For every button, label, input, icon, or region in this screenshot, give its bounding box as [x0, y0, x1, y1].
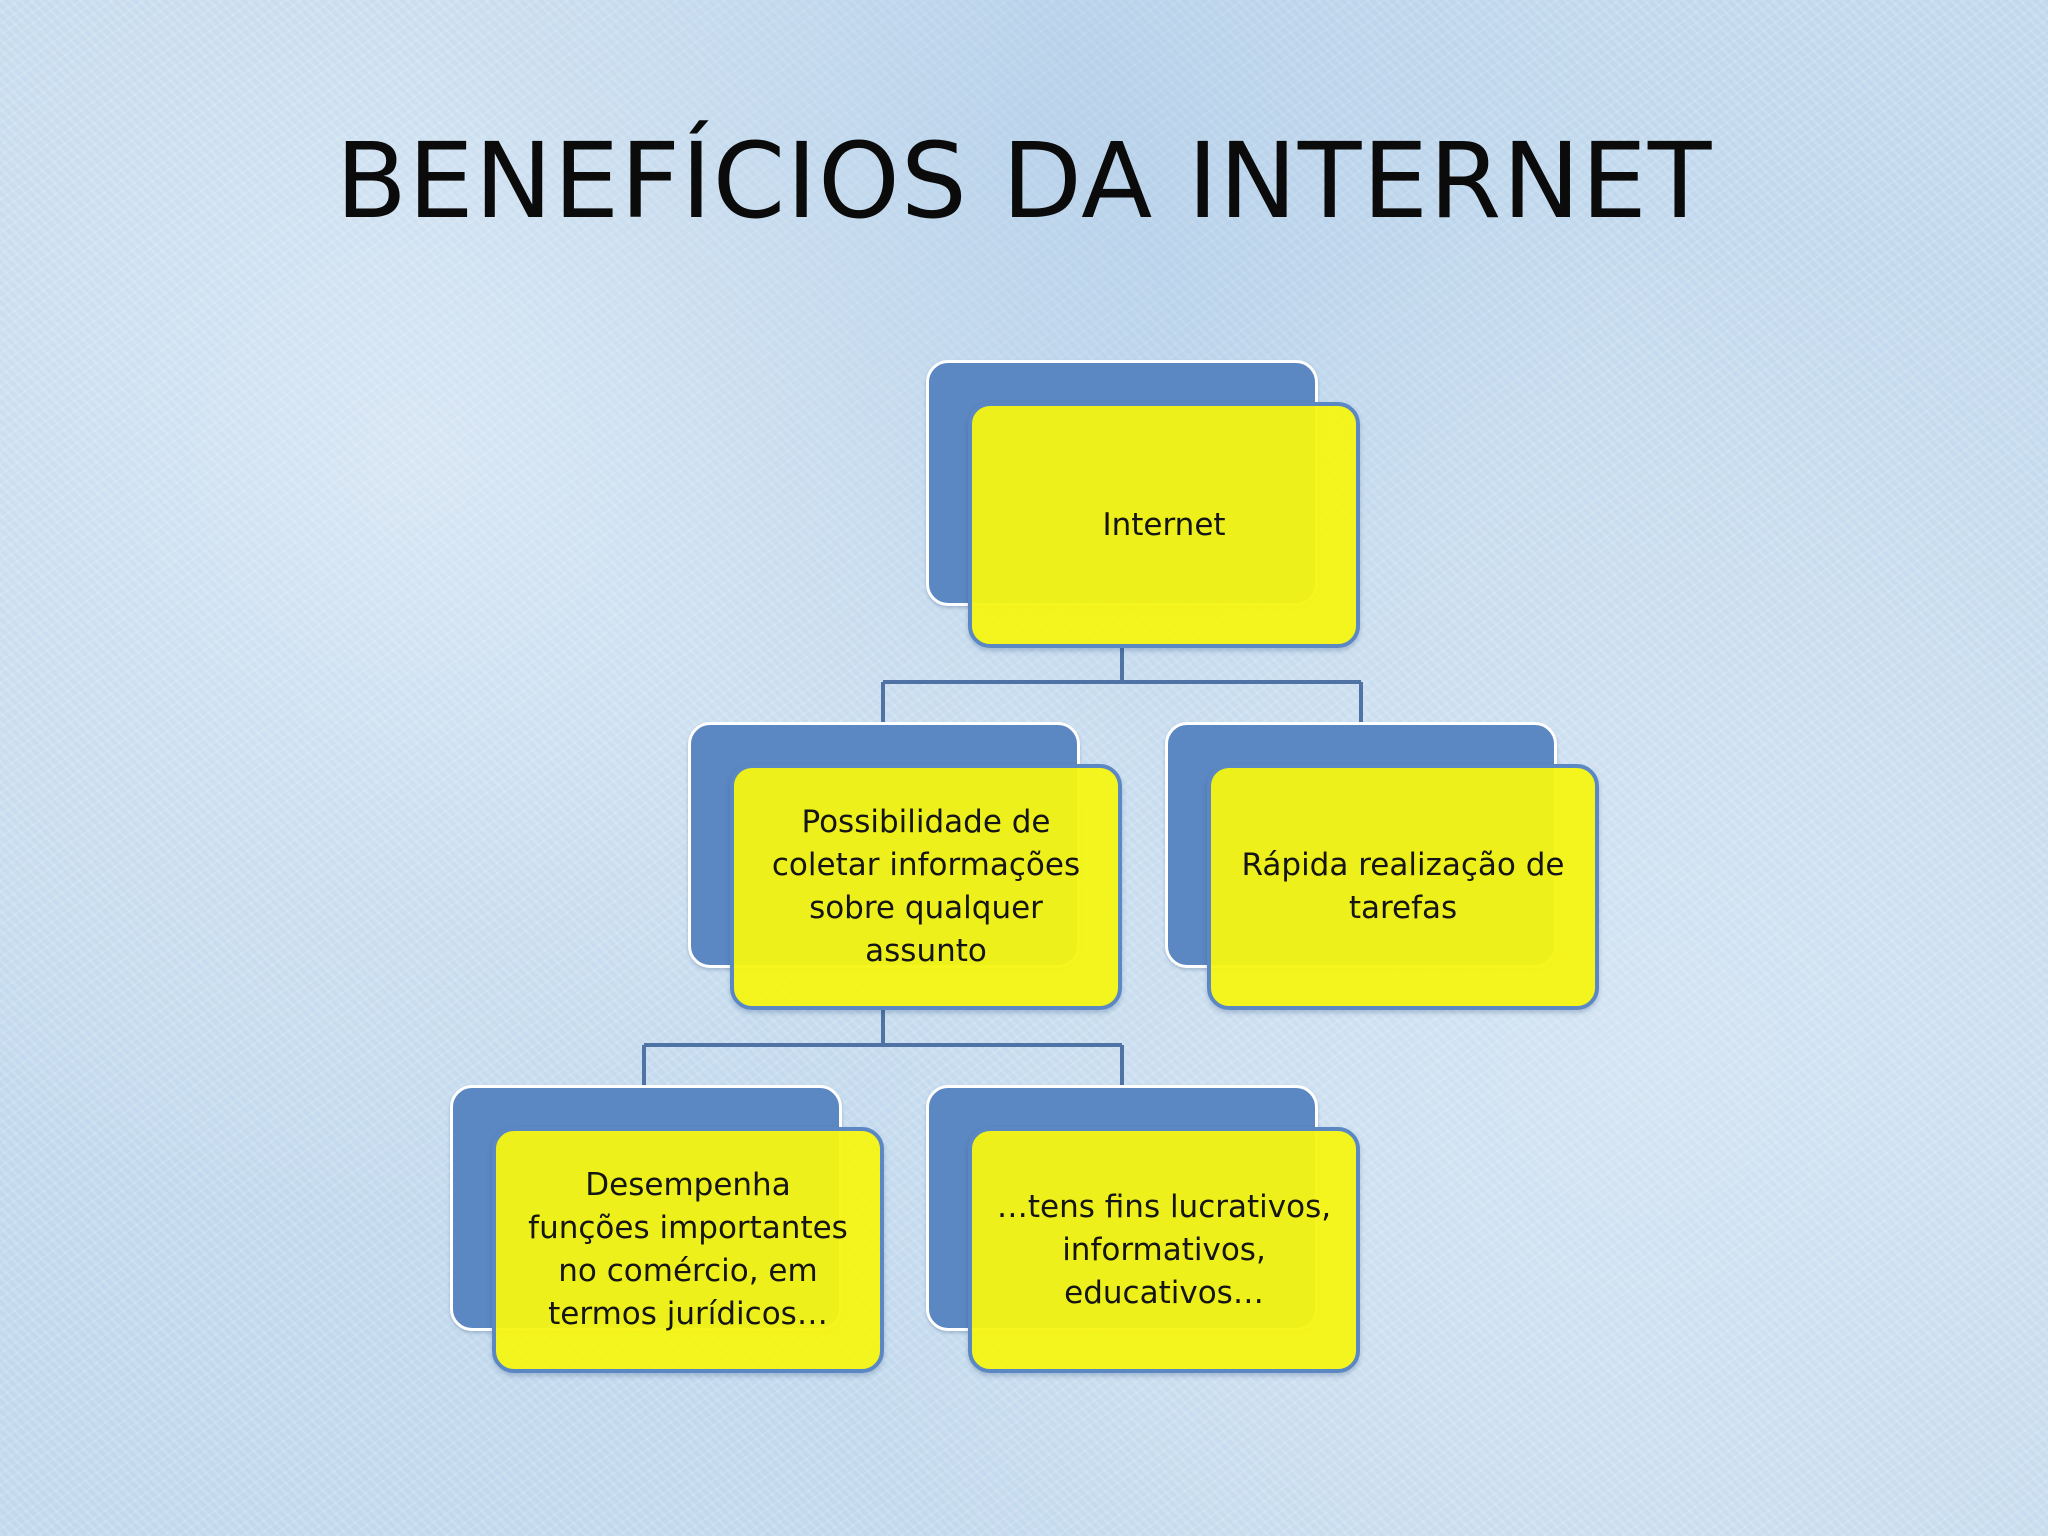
node-level2-right: …tens fins lucrativos, informativos, edu… [926, 1085, 1360, 1373]
node-root-box: Internet [968, 402, 1360, 648]
node-level1-left: Possibilidade de coletar informações sob… [688, 722, 1122, 1010]
node-level1-left-label: Possibilidade de coletar informações sob… [771, 804, 1081, 969]
node-level1-left-box: Possibilidade de coletar informações sob… [730, 764, 1122, 1010]
node-level1-right-box: Rápida realização de tarefas [1207, 764, 1599, 1010]
node-level2-left-label: Desempenha funções importantes no comérc… [528, 1167, 848, 1332]
node-root-label: Internet [1102, 506, 1226, 543]
node-level1-right-label: Rápida realização de tarefas [1241, 847, 1565, 926]
node-level1-right: Rápida realização de tarefas [1165, 722, 1599, 1010]
connector-root-to-level1 [881, 648, 1363, 722]
node-root: Internet [926, 360, 1360, 648]
connector-level1-to-level2 [642, 1008, 1124, 1085]
node-level2-right-label: …tens fins lucrativos, informativos, edu… [996, 1188, 1332, 1311]
node-level2-left: Desempenha funções importantes no comérc… [450, 1085, 884, 1373]
node-level2-left-box: Desempenha funções importantes no comérc… [492, 1127, 884, 1373]
slide-title: BENEFÍCIOS DA INTERNET [335, 120, 1713, 242]
node-level2-right-box: …tens fins lucrativos, informativos, edu… [968, 1127, 1360, 1373]
